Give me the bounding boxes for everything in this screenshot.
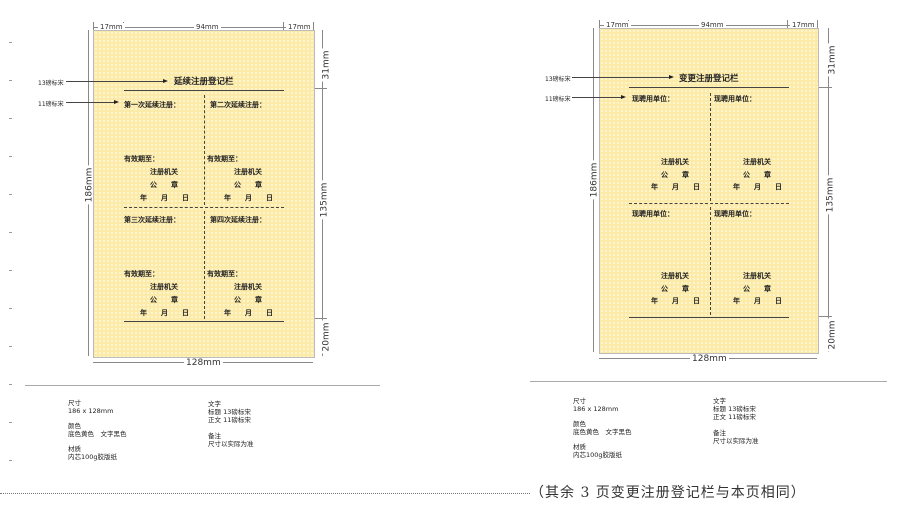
seal: 公 章 — [150, 295, 178, 304]
spec-remark-value: 尺寸以实际为准 — [208, 440, 254, 448]
annotation-body-font: 11磅标宋 — [545, 96, 571, 103]
margin-tick — [9, 232, 12, 233]
footnote: （其余 3 页变更注册登记栏与本页相同） — [530, 485, 806, 501]
spec-material-value: 内芯100g胶版纸 — [68, 453, 118, 461]
spec-color-label: 颜色 — [68, 422, 81, 430]
margin-tick — [9, 156, 12, 157]
right-card-page: 变更注册登记栏 现聘用单位： 注册机关 公 章 年 月 日 现聘用单位： 注册机… — [599, 28, 819, 354]
spec-material-label: 材质 — [573, 443, 586, 451]
dim-left-margin: 17mm — [98, 23, 125, 31]
seal: 公 章 — [743, 170, 771, 179]
dim-top: 31mm — [827, 43, 838, 77]
seal: 公 章 — [234, 295, 262, 304]
spec-size-label: 尺寸 — [573, 397, 586, 405]
date: 年 月 日 — [224, 193, 273, 202]
cell-heading: 第四次延续注册： — [210, 215, 266, 224]
spec-text-label: 文字 — [208, 400, 221, 408]
date: 年 月 日 — [224, 308, 273, 317]
spec-text-title: 标题 13磅标宋 — [208, 408, 251, 416]
issuing-authority: 注册机关 — [234, 167, 262, 176]
cell-heading: 第三次延续注册： — [124, 215, 180, 224]
margin-tick — [9, 118, 12, 119]
annotation-title-font: 13磅标宋 — [545, 76, 571, 83]
margin-tick — [9, 80, 12, 81]
arrow-icon — [572, 75, 674, 79]
margin-tick — [9, 384, 12, 385]
cell-heading: 第二次延续注册： — [210, 100, 266, 109]
card-title: 变更注册登记栏 — [679, 74, 739, 84]
valid-until: 有效期至： — [207, 154, 242, 163]
card-title: 延续注册登记栏 — [174, 77, 234, 87]
spec-text-body: 正文 11磅标宋 — [208, 416, 251, 424]
dim-bottom: 20mm — [321, 320, 332, 354]
margin-tick — [9, 194, 12, 195]
dim-center-width: 94mm — [699, 21, 726, 29]
spec-color-value: 底色黄色 文字黑色 — [573, 428, 632, 436]
left-card-page: 延续注册登记栏 第一次延续注册： 有效期至： 注册机关 公 章 年 月 日 第二… — [93, 30, 315, 358]
seal: 公 章 — [661, 284, 689, 293]
margin-tick — [9, 460, 12, 461]
date: 年 月 日 — [140, 308, 189, 317]
cell-heading: 现聘用单位： — [632, 94, 674, 103]
dim-middle: 135mm — [825, 175, 836, 215]
seal: 公 章 — [661, 170, 689, 179]
valid-until: 有效期至： — [124, 269, 159, 278]
arrow-icon — [66, 79, 168, 83]
issuing-authority: 注册机关 — [234, 282, 262, 291]
cell-heading: 现聘用单位： — [714, 209, 756, 218]
cell-heading: 现聘用单位： — [714, 94, 756, 103]
issuing-authority: 注册机关 — [743, 157, 771, 166]
dim-right-margin: 17mm — [286, 23, 313, 31]
spec-text-title: 标题 13磅标宋 — [713, 405, 756, 413]
spec-remark-label: 备注 — [208, 432, 221, 440]
spec-text-body: 正文 11磅标宋 — [713, 413, 756, 421]
seal: 公 章 — [234, 180, 262, 189]
dim-right-margin: 17mm — [790, 21, 817, 29]
spec-material-value: 内芯100g胶版纸 — [573, 451, 623, 459]
spec-size-value: 186 x 128mm — [68, 407, 114, 415]
spec-color-value: 底色黄色 文字黑色 — [68, 430, 127, 438]
date: 年 月 日 — [651, 296, 700, 305]
seal: 公 章 — [743, 284, 771, 293]
dim-top: 31mm — [321, 48, 332, 82]
issuing-authority: 注册机关 — [150, 282, 178, 291]
dim-width: 128mm — [184, 358, 223, 368]
spec-remark-value: 尺寸以实际为准 — [713, 437, 759, 445]
margin-tick — [9, 422, 12, 423]
date: 年 月 日 — [651, 182, 700, 191]
spec-remark-label: 备注 — [713, 429, 726, 437]
issuing-authority: 注册机关 — [743, 271, 771, 280]
cell-heading: 第一次延续注册： — [124, 100, 180, 109]
issuing-authority: 注册机关 — [661, 271, 689, 280]
date: 年 月 日 — [140, 193, 189, 202]
margin-tick — [9, 42, 12, 43]
cell-heading: 现聘用单位： — [632, 209, 674, 218]
margin-tick — [9, 346, 12, 347]
spec-size-value: 186 x 128mm — [573, 405, 619, 413]
dim-height: 186mm — [589, 160, 600, 200]
issuing-authority: 注册机关 — [150, 167, 178, 176]
dim-bottom: 20mm — [827, 318, 838, 352]
spec-size-label: 尺寸 — [68, 399, 81, 407]
arrow-icon — [572, 95, 626, 99]
margin-tick — [9, 270, 12, 271]
dim-center-width: 94mm — [194, 23, 221, 31]
dotted-leader — [0, 493, 530, 494]
valid-until: 有效期至： — [207, 269, 242, 278]
issuing-authority: 注册机关 — [661, 157, 689, 166]
annotation-title-font: 13磅标宋 — [38, 80, 64, 87]
valid-until: 有效期至： — [124, 154, 159, 163]
spec-text-label: 文字 — [713, 397, 726, 405]
dim-middle: 135mm — [319, 180, 330, 220]
arrow-icon — [66, 100, 119, 104]
annotation-body-font: 11磅标宋 — [38, 101, 64, 108]
margin-tick — [9, 308, 12, 309]
spec-color-label: 颜色 — [573, 420, 586, 428]
date: 年 月 日 — [733, 182, 782, 191]
date: 年 月 日 — [733, 296, 782, 305]
seal: 公 章 — [150, 180, 178, 189]
dim-left-margin: 17mm — [604, 21, 631, 29]
dim-width: 128mm — [690, 354, 729, 364]
spec-material-label: 材质 — [68, 445, 81, 453]
